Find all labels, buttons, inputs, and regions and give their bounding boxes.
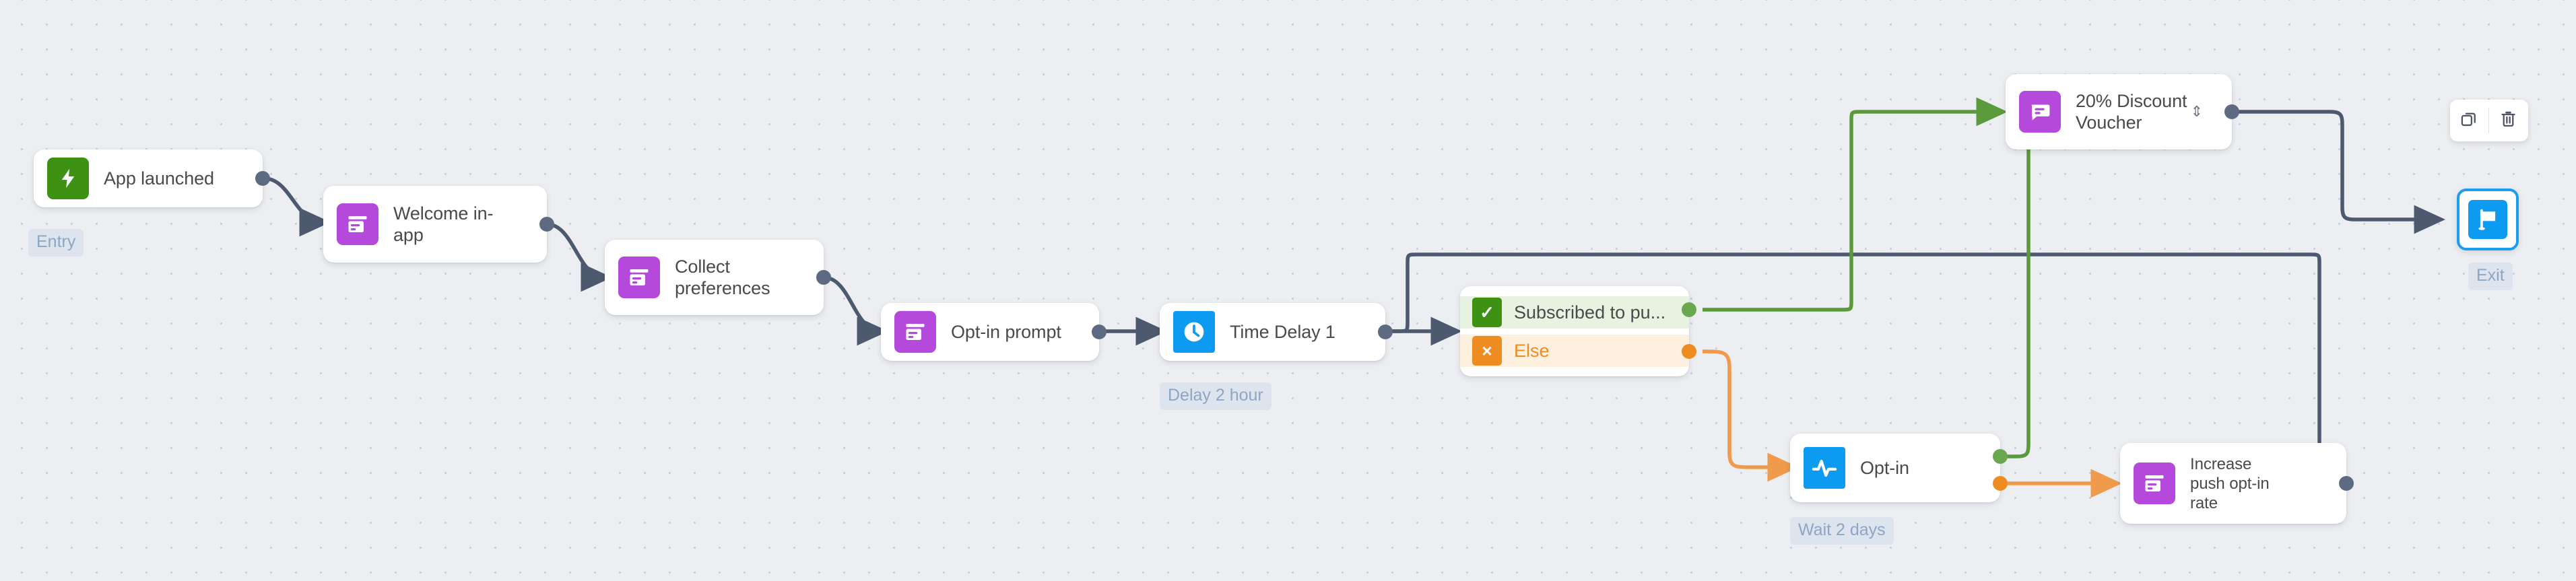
output-port[interactable] [255, 171, 270, 186]
output-port-yes[interactable] [1993, 449, 2008, 464]
caption-entry: Entry [28, 229, 84, 257]
output-port[interactable] [1092, 324, 1107, 339]
output-port-else[interactable] [1993, 476, 2008, 491]
duplicate-icon [2459, 109, 2479, 132]
node-label: Welcome in-app [393, 203, 494, 245]
output-port-yes[interactable] [1682, 302, 1696, 317]
lightning-bolt-icon [47, 158, 89, 199]
node-label: Collect preferences [675, 257, 770, 298]
node-label: Time Delay 1 [1230, 322, 1335, 342]
node-label: Increase push opt-in rate [2190, 454, 2270, 512]
output-port[interactable] [539, 217, 554, 232]
flag-icon [2468, 200, 2507, 239]
output-port[interactable] [2339, 476, 2354, 491]
pulse-icon [1804, 447, 1845, 489]
toolbar-divider [2488, 108, 2489, 133]
output-port[interactable] [2224, 104, 2239, 119]
node-discount-voucher[interactable]: 20% Discount Voucher ⇕ [2006, 74, 2239, 149]
branch-label: Else [1514, 340, 1550, 361]
in-app-message-icon [337, 203, 378, 245]
cross-icon: × [1472, 336, 1502, 366]
node-app-launched[interactable]: App launched [34, 149, 270, 207]
node-toolbar[interactable] [2450, 100, 2528, 141]
delete-button[interactable] [2489, 100, 2528, 141]
branch-row-else[interactable]: × Else [1460, 335, 1689, 367]
node-label: Opt-in [1860, 458, 1909, 478]
in-app-message-icon [894, 311, 936, 353]
branch-row-yes[interactable]: ✓ Subscribed to pu... [1460, 296, 1689, 329]
duplicate-button[interactable] [2450, 100, 2488, 141]
clock-icon [1173, 311, 1215, 353]
caption-wait: Wait 2 days [1790, 517, 1894, 545]
in-app-message-icon [618, 257, 660, 298]
node-increase-optin-rate[interactable]: Increase push opt-in rate [2120, 443, 2354, 524]
branch-label: Subscribed to pu... [1514, 302, 1666, 322]
push-message-icon [2019, 91, 2061, 133]
node-collect-preferences[interactable]: Collect preferences [605, 240, 831, 315]
drag-handle-icon[interactable]: ⇕ [2190, 103, 2203, 120]
output-port-else[interactable] [1682, 344, 1696, 359]
node-label: App launched [104, 168, 214, 189]
node-label: 20% Discount Voucher [2076, 91, 2187, 133]
check-icon: ✓ [1472, 298, 1502, 327]
node-label: Opt-in prompt [951, 322, 1061, 342]
node-optin-event[interactable]: Opt-in [1790, 434, 2008, 502]
in-app-message-icon [2134, 463, 2175, 504]
delete-icon [2499, 109, 2518, 132]
output-port[interactable] [1378, 324, 1393, 339]
caption-delay: Delay 2 hour [1160, 382, 1272, 410]
caption-exit: Exit [2468, 263, 2513, 290]
node-welcome-in-app[interactable]: Welcome in-app [323, 186, 554, 263]
node-time-delay[interactable]: Time Delay 1 [1160, 303, 1393, 361]
node-optin-prompt[interactable]: Opt-in prompt [881, 303, 1107, 361]
node-condition-split[interactable]: ✓ Subscribed to pu... × Else [1460, 286, 1696, 376]
node-exit[interactable] [2457, 189, 2519, 250]
output-port[interactable] [816, 270, 831, 285]
